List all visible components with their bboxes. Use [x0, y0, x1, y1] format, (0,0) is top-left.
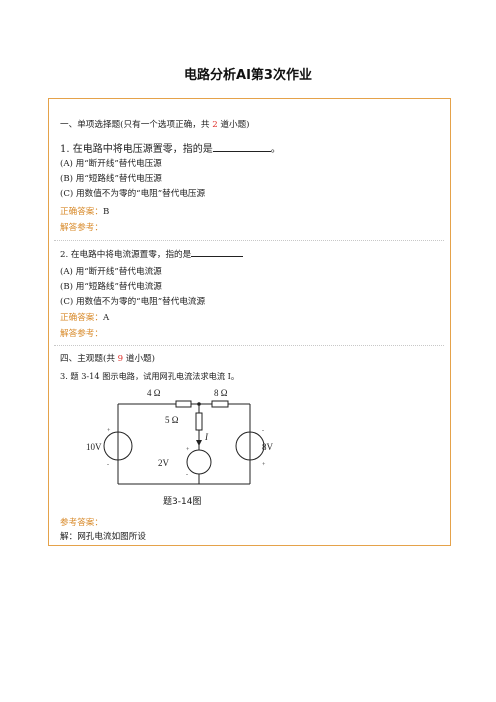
- q2-blank: [191, 248, 244, 257]
- page-title: 电路分析AI第3次作业: [184, 68, 312, 83]
- resistor-5ohm: [195, 412, 203, 431]
- label-r-mid: 5 Ω: [165, 415, 179, 425]
- q1-stem: 1. 在电路中将电压源置零，指的是 。: [60, 140, 281, 155]
- q2-explain-label: 解答参考：: [60, 329, 103, 339]
- section-one-suffix: 道小题): [217, 120, 250, 130]
- q2-option-c: (C) 用数值不为零的“电阻”替代电流源: [60, 297, 206, 307]
- q3-ref-text: 解：网孔电流如图所设: [60, 532, 146, 542]
- q2-answer-value: A: [102, 313, 110, 323]
- divider: [54, 345, 444, 346]
- section-four-heading: 四、主观题(共 9 道小题): [60, 352, 155, 364]
- figure-caption: 题3-14图: [163, 496, 201, 507]
- polarity-right-plus: +: [262, 462, 266, 468]
- homework-frame: [48, 98, 451, 546]
- polarity-mid-minus: -: [186, 472, 188, 478]
- q2-option-a: (A) 用“断开线”替代电流源: [60, 267, 162, 277]
- section-one-prefix: 一、单项选择题(只有一个选项正确，共: [60, 120, 213, 130]
- q2-stem: 2. 在电路中将电流源置零，指的是: [60, 248, 244, 260]
- q1-stem-text: 1. 在电路中将电压源置零，指的是: [60, 144, 213, 155]
- q1-explain-label: 解答参考：: [60, 223, 103, 233]
- current-arrow-icon: [196, 440, 202, 446]
- polarity-left-minus: -: [107, 462, 109, 468]
- q2-stem-text: 2. 在电路中将电流源置零，指的是: [60, 250, 192, 260]
- polarity-right-minus: -: [262, 428, 264, 434]
- q3-stem: 3. 题 3-14 图示电路，试用网孔电流法求电流 I。: [60, 371, 240, 381]
- q1-blank: [212, 143, 271, 152]
- section-one-heading: 一、单项选择题(只有一个选项正确，共 2 道小题): [60, 118, 250, 130]
- label-r-left: 4 Ω: [147, 388, 161, 398]
- q2-option-b: (B) 用“短路线”替代电流源: [60, 282, 162, 292]
- label-src-left: 10V: [86, 442, 102, 452]
- section-four-count: 9: [117, 354, 124, 364]
- divider: [54, 240, 444, 241]
- q1-stem-end: 。: [270, 144, 281, 155]
- label-r-right: 8 Ω: [214, 388, 228, 398]
- q1-option-b: (B) 用“短路线”替代电压源: [60, 174, 162, 184]
- resistor-8ohm: [211, 400, 229, 408]
- section-four-suffix: 道小题): [123, 354, 155, 364]
- section-one-count: 2: [212, 120, 218, 130]
- q1-answer: 正确答案：B: [60, 205, 109, 217]
- voltage-source-middle: [186, 449, 212, 475]
- label-current: I: [204, 432, 209, 442]
- q3-ref-label: 参考答案：: [60, 518, 103, 528]
- q1-answer-value: B: [102, 207, 110, 217]
- section-four-prefix: 四、主观题(共: [60, 354, 118, 364]
- q1-option-c: (C) 用数值不为零的“电阻”替代电压源: [60, 189, 206, 199]
- q1-answer-label: 正确答案：: [60, 207, 103, 217]
- q2-answer-label: 正确答案：: [60, 313, 103, 323]
- polarity-mid-plus: +: [186, 447, 190, 453]
- q2-answer: 正确答案：A: [60, 311, 109, 323]
- label-src-mid: 2V: [158, 458, 170, 468]
- label-src-right: 8V: [262, 442, 274, 452]
- resistor-4ohm: [175, 400, 192, 408]
- q1-option-a: (A) 用“断开线”替代电压源: [60, 159, 162, 169]
- polarity-left-plus: +: [107, 428, 111, 434]
